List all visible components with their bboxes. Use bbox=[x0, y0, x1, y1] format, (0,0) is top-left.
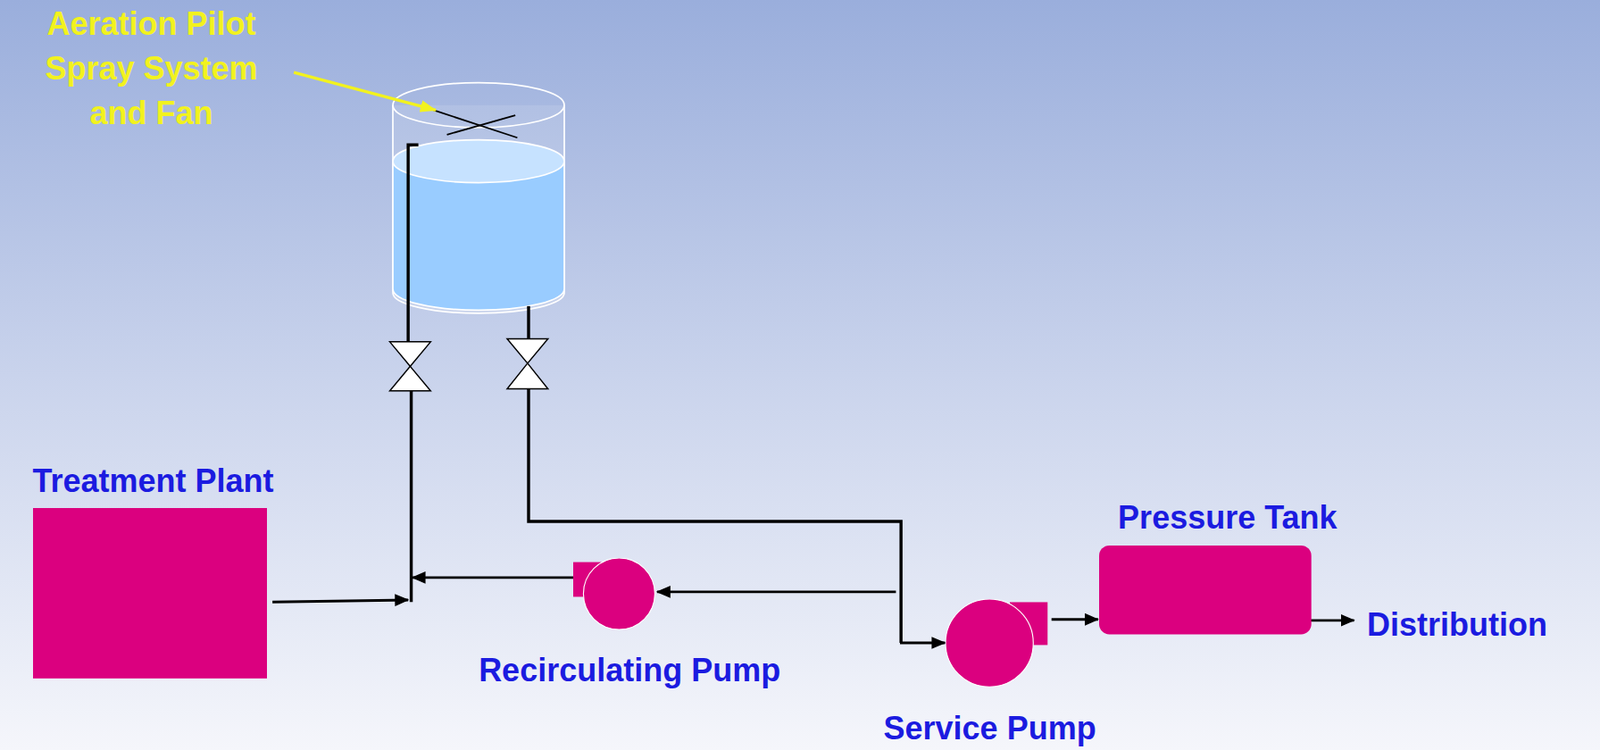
callout-leader bbox=[293, 72, 436, 110]
pipe-arrow bbox=[657, 590, 896, 593]
node-title: Pressure Tank bbox=[1117, 499, 1337, 536]
pump-casing bbox=[945, 599, 1034, 687]
spray-bar bbox=[433, 109, 518, 138]
pipe bbox=[526, 306, 530, 340]
pipe bbox=[528, 388, 901, 643]
inlet-pipe bbox=[408, 144, 418, 342]
distribution-arrow bbox=[1308, 618, 1354, 622]
flow-arrow bbox=[1051, 617, 1099, 621]
pipe bbox=[409, 391, 413, 603]
shape-outline bbox=[573, 558, 657, 631]
node-title: Treatment Plant bbox=[32, 462, 274, 500]
pipe-arrow bbox=[900, 641, 945, 645]
tank-wall bbox=[392, 105, 565, 314]
tank-fill bbox=[1099, 545, 1312, 634]
water-surface bbox=[392, 140, 565, 184]
node-title: Service Pump bbox=[883, 709, 1097, 747]
spray-bar bbox=[447, 115, 517, 135]
outlet-label: Distribution bbox=[1366, 606, 1548, 643]
shape-outline bbox=[1099, 545, 1312, 634]
pump-casing bbox=[583, 558, 656, 630]
valve-symbol bbox=[507, 363, 549, 390]
valve-symbol bbox=[507, 338, 549, 363]
pipe-arrow bbox=[272, 600, 409, 602]
callout-label: Aeration Pilot Spray System and Fan bbox=[19, 1, 284, 136]
shape-outline bbox=[33, 508, 268, 679]
service-pump: Service Pump bbox=[945, 599, 1048, 688]
pressure-tank: Pressure Tank bbox=[1099, 545, 1312, 634]
tank-water bbox=[392, 161, 565, 311]
pipes bbox=[272, 306, 1354, 643]
node-title: Recirculating Pump bbox=[478, 651, 781, 689]
plant-fill bbox=[33, 508, 268, 679]
recirculating-pump: Recirculating Pump bbox=[573, 558, 657, 631]
pipe-arrow bbox=[412, 575, 575, 579]
valve-symbol bbox=[390, 341, 432, 367]
aeration-tank bbox=[392, 83, 565, 342]
valve-symbol bbox=[390, 366, 432, 391]
treatment-plant-box: Treatment Plant bbox=[33, 508, 268, 679]
valves bbox=[390, 338, 549, 391]
shape-outline bbox=[945, 599, 1048, 688]
